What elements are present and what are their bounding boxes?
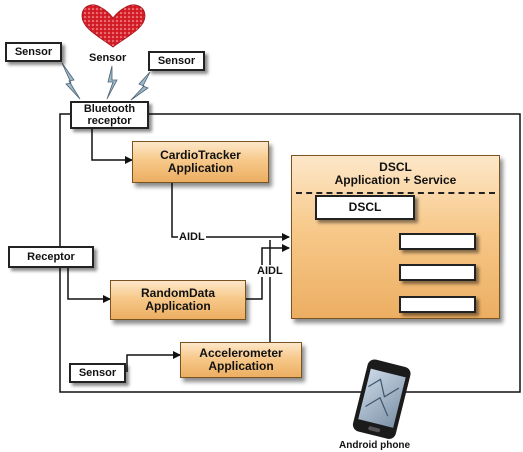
dscl-sub-box-2: [399, 264, 476, 281]
receptor: Receptor: [8, 246, 94, 268]
accelerometer-line2: Application: [208, 359, 274, 373]
sensor-heart-label: Sensor: [89, 52, 127, 64]
sensor-to-accel-connector: [126, 351, 181, 372]
cardiotracker-line2: Application: [167, 161, 234, 175]
cardio-to-dscl-connector: [171, 183, 290, 241]
randomdata-application: RandomData Application: [110, 280, 246, 320]
randomdata-line1: RandomData: [140, 286, 215, 300]
sensor-top-right-label: Sensor: [157, 55, 196, 67]
sensor-bottom-label: Sensor: [78, 367, 117, 379]
randomdata-line2: Application: [145, 299, 211, 313]
bluetooth-to-cardio-connector: [91, 127, 133, 164]
dscl-title-line2: Application + Service: [334, 173, 457, 187]
cardiotracker-application: CardioTracker Application: [132, 141, 269, 183]
sensor-top-right: Sensor: [148, 51, 205, 71]
dscl-inner-label: DSCL: [348, 200, 382, 214]
receptor-label: Receptor: [27, 251, 75, 263]
receptor-to-random-connector: [67, 268, 111, 303]
bluetooth-receptor-line2: receptor: [87, 115, 132, 127]
android-phone-icon: [352, 359, 411, 439]
bluetooth-receptor-line1: Bluetooth: [83, 103, 136, 115]
signal-bolt-icon: [61, 62, 151, 101]
bluetooth-receptor: Bluetooth receptor: [70, 101, 149, 129]
dscl-inner-box: DSCL: [315, 195, 415, 220]
dscl-sub-box-1: [399, 233, 476, 250]
dscl-divider: [296, 192, 495, 194]
aidl-label-cardio: AIDL: [178, 231, 206, 243]
sensor-bottom: Sensor: [69, 363, 126, 383]
aidl-label-random: AIDL: [256, 265, 284, 277]
accelerometer-line1: Accelerometer: [199, 346, 283, 360]
dscl-sub-box-3: [399, 296, 476, 313]
cardiotracker-line1: CardioTracker: [160, 148, 241, 162]
sensor-top-left: Sensor: [5, 42, 62, 62]
android-phone-label: Android phone: [339, 440, 411, 451]
heart-icon: [81, 4, 146, 48]
sensor-top-left-label: Sensor: [14, 46, 53, 58]
dscl-title-line1: DSCL: [379, 160, 412, 174]
accelerometer-application: Accelerometer Application: [180, 342, 302, 378]
